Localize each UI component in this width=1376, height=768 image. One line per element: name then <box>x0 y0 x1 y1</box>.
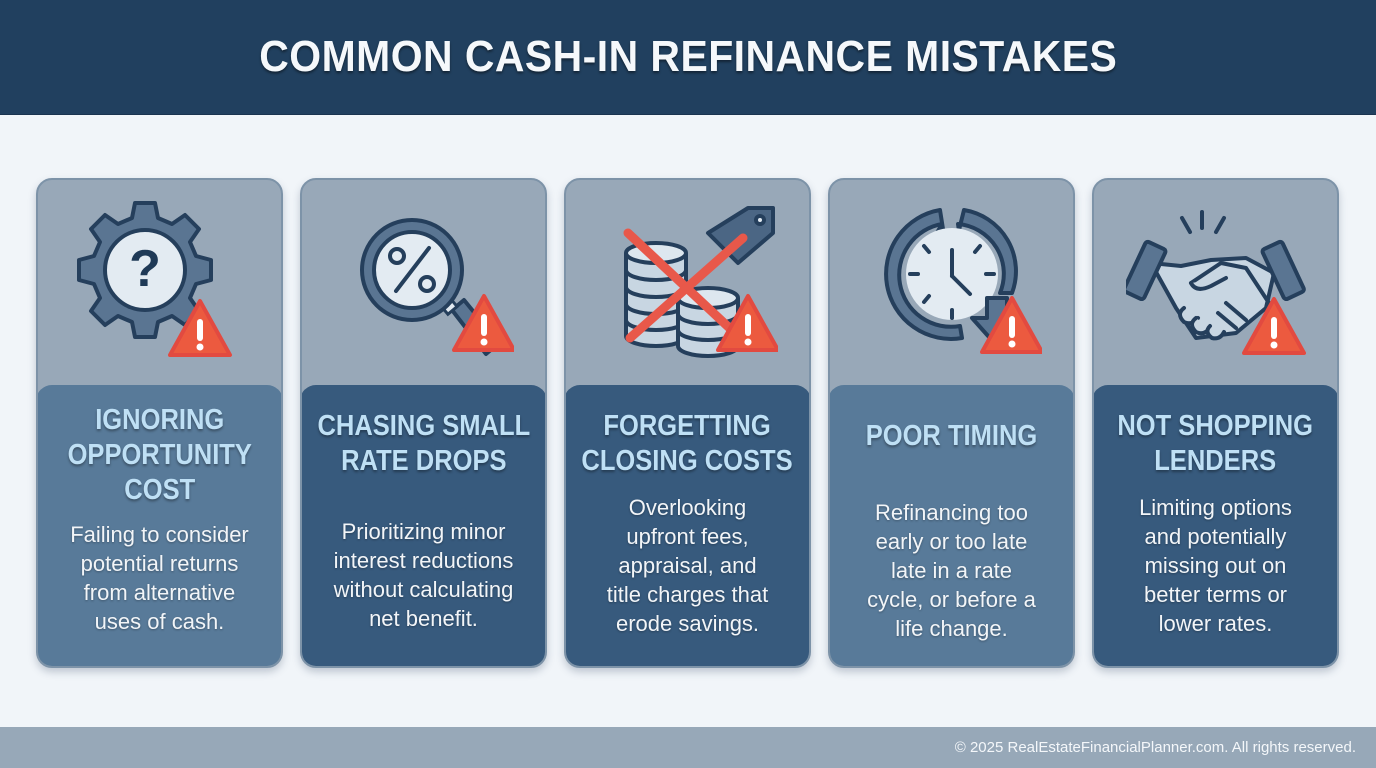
card-closing-costs: FORGETTING CLOSING COSTS Overlooking upf… <box>564 178 811 668</box>
desc-line: Failing to consider <box>70 522 249 547</box>
title-line: OPPORTUNITY <box>67 439 252 471</box>
header-banner: COMMON CASH-IN REFINANCE MISTAKES <box>0 0 1376 115</box>
desc-line: from alternative <box>83 580 236 605</box>
desc-line: upfront fees, <box>626 524 749 549</box>
card-title: IGNORING OPPORTUNITY COST <box>67 403 251 508</box>
card-description: Failing to consider potential returns fr… <box>70 520 249 636</box>
card-description: Limiting options and potentially missing… <box>1139 493 1292 638</box>
desc-line: appraisal, and <box>618 553 757 578</box>
card-poor-timing: POOR TIMING Refinancing too early or too… <box>828 178 1075 668</box>
desc-line: without calculating <box>333 577 514 602</box>
card-content-panel: POOR TIMING Refinancing too early or too… <box>830 385 1073 666</box>
desc-line: and potentially <box>1144 524 1287 549</box>
page-title: COMMON CASH-IN REFINANCE MISTAKES <box>259 32 1117 81</box>
title-line: CHASING SMALL <box>317 410 530 442</box>
card-content-panel: NOT SHOPPING LENDERS Limiting options an… <box>1094 385 1337 666</box>
title-line: COST <box>124 474 195 506</box>
card-icon-area <box>566 180 809 385</box>
mistake-cards: ? IGNORING OPPORTUNITY COST Failing to c… <box>36 178 1339 668</box>
card-title: POOR TIMING <box>866 419 1038 454</box>
card-title: CHASING SMALL RATE DROPS <box>317 409 530 479</box>
desc-line: Limiting options <box>1139 495 1292 520</box>
card-description: Overlooking upfront fees, appraisal, and… <box>607 493 768 638</box>
card-description: Prioritizing minor interest reductions w… <box>334 517 514 633</box>
desc-line: late in a rate <box>890 558 1013 583</box>
card-title: NOT SHOPPING LENDERS <box>1118 409 1314 479</box>
desc-line: title charges that <box>606 582 769 607</box>
title-line: LENDERS <box>1154 445 1277 477</box>
desc-line: Refinancing too <box>875 500 1028 525</box>
card-icon-area <box>830 180 1073 385</box>
card-small-rate-drops: CHASING SMALL RATE DROPS Prioritizing mi… <box>300 178 547 668</box>
card-icon-area: ? <box>38 180 281 385</box>
card-content-panel: CHASING SMALL RATE DROPS Prioritizing mi… <box>302 385 545 666</box>
desc-line: better terms or <box>1143 582 1288 607</box>
card-title: FORGETTING CLOSING COSTS <box>582 409 793 479</box>
desc-line: life change. <box>895 616 1008 641</box>
desc-line: Overlooking <box>628 495 747 520</box>
card-icon-area <box>302 180 545 385</box>
title-line: NOT SHOPPING <box>1117 410 1314 442</box>
desc-line: cycle, or before a <box>867 587 1036 612</box>
card-description: Refinancing too early or too late late i… <box>867 498 1036 643</box>
card-not-shopping-lenders: NOT SHOPPING LENDERS Limiting options an… <box>1092 178 1339 668</box>
magnifier-percent-icon <box>359 217 514 356</box>
desc-line: early or too late <box>875 529 1028 554</box>
desc-line: interest reductions <box>333 548 514 573</box>
title-line: CLOSING COSTS <box>581 445 794 477</box>
desc-line: potential returns <box>80 551 239 576</box>
card-opportunity-cost: ? IGNORING OPPORTUNITY COST Failing to c… <box>36 178 283 668</box>
desc-line: erode savings. <box>615 611 760 636</box>
desc-line: lower rates. <box>1158 611 1273 636</box>
title-line: POOR TIMING <box>865 420 1038 452</box>
card-icon-area <box>1094 180 1337 385</box>
desc-line: missing out on <box>1144 553 1287 578</box>
card-content-panel: IGNORING OPPORTUNITY COST Failing to con… <box>38 385 281 666</box>
copyright-text: © 2025 RealEstateFinancialPlanner.com. A… <box>954 739 1356 756</box>
title-line: FORGETTING <box>603 410 772 442</box>
desc-line: uses of cash. <box>94 609 225 634</box>
handshake-icon <box>1125 209 1306 355</box>
desc-line: Prioritizing minor <box>341 519 506 544</box>
footer: © 2025 RealEstateFinancialPlanner.com. A… <box>0 727 1376 768</box>
svg-text:?: ? <box>129 240 161 298</box>
title-line: RATE DROPS <box>340 445 507 477</box>
broken-clock-icon <box>883 207 1042 354</box>
title-line: IGNORING <box>94 404 225 436</box>
coins-tag-crossed-icon <box>623 205 778 358</box>
gear-question-icon: ? <box>76 200 232 357</box>
card-content-panel: FORGETTING CLOSING COSTS Overlooking upf… <box>566 385 809 666</box>
desc-line: net benefit. <box>369 606 478 631</box>
